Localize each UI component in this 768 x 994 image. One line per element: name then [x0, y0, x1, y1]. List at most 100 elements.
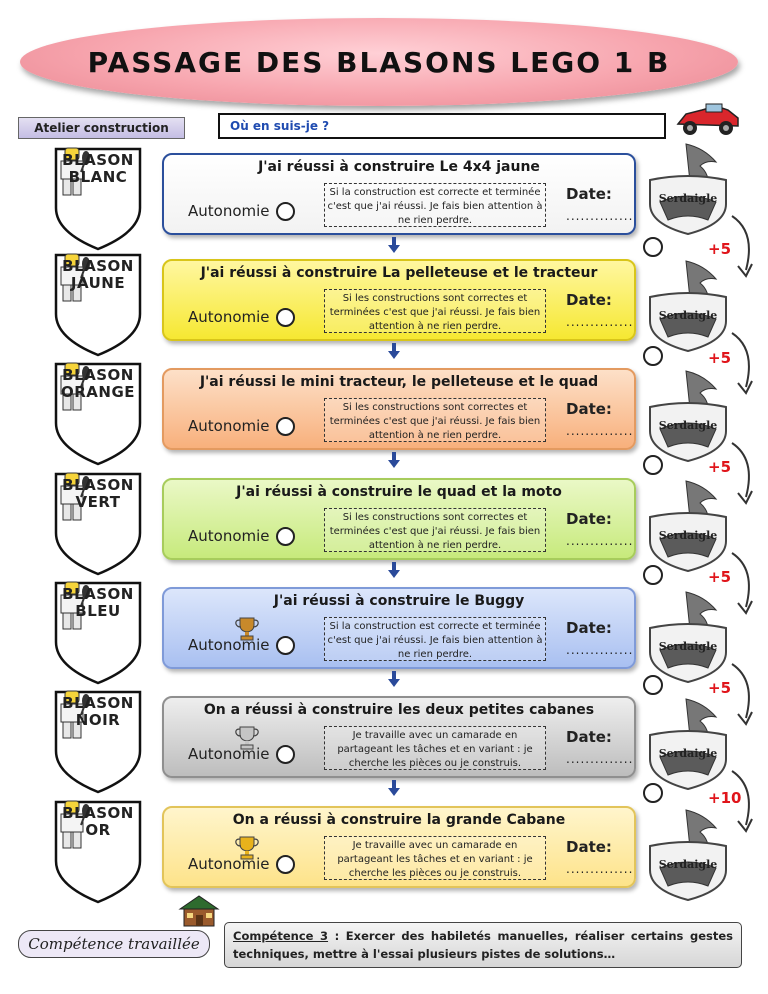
autonomy-label: Autonomie [188, 417, 295, 436]
level-title: On a réussi à construire la grande Caban… [232, 812, 566, 828]
crest-icon: Serdaigle [646, 367, 730, 463]
level-card: J'ai réussi à construire La pelleteuse e… [162, 259, 636, 341]
curved-arrow-icon [716, 660, 760, 730]
bonus-points: +5 [708, 240, 732, 258]
crest-icon: Serdaigle [646, 477, 730, 573]
minifig-icon [60, 581, 90, 630]
curved-arrow-icon [716, 329, 760, 399]
level-title: J'ai réussi le mini tracteur, le pellete… [199, 374, 599, 390]
skill-tab: Compétence travaillée [18, 930, 210, 958]
level-card: J'ai réussi le mini tracteur, le pellete… [162, 368, 636, 450]
down-arrow-icon [387, 562, 401, 578]
rule-text: Si les constructions sont correctes et t… [324, 398, 546, 442]
score-checkbox[interactable] [643, 237, 663, 257]
date-field[interactable]: .............. [566, 209, 634, 223]
minifig-icon [60, 472, 90, 521]
autonomy-checkbox[interactable] [275, 527, 295, 546]
score-checkbox[interactable] [643, 675, 663, 695]
level-title: J'ai réussi à construire Le 4x4 jaune [258, 159, 540, 175]
trophy-icon [234, 615, 260, 641]
date-field[interactable]: .............. [566, 315, 634, 329]
date-label: Date: [566, 291, 612, 309]
rule-text: Si la construction est correcte et termi… [324, 183, 546, 227]
rule-text: Je travaille avec un camarade en partage… [324, 836, 546, 880]
autonomy-checkbox[interactable] [275, 417, 295, 436]
badge-shield: BLASON BLANC [53, 146, 143, 252]
crest-text: Serdaigle [658, 419, 718, 432]
date-label: Date: [566, 510, 612, 528]
down-arrow-icon [387, 780, 401, 796]
badge-shield: BLASON BLEU [53, 580, 143, 686]
crest-text: Serdaigle [658, 747, 718, 760]
badge-title: BLASON BLANC [62, 151, 134, 186]
autonomy-label: Autonomie [188, 308, 295, 327]
date-label: Date: [566, 185, 612, 203]
crest-text: Serdaigle [658, 529, 718, 542]
score-checkbox[interactable] [643, 346, 663, 366]
rule-text: Si les constructions sont correctes et t… [324, 508, 546, 552]
curved-arrow-icon [716, 767, 760, 837]
autonomy-text: Autonomie [188, 308, 270, 326]
date-field[interactable]: .............. [566, 534, 634, 548]
minifig-icon [60, 253, 90, 302]
autonomy-label: Autonomie [188, 527, 295, 546]
date-label: Date: [566, 838, 612, 856]
bonus-points: +10 [708, 789, 742, 807]
autonomy-checkbox[interactable] [275, 855, 295, 874]
down-arrow-icon [387, 671, 401, 687]
date-label: Date: [566, 400, 612, 418]
level-title: J'ai réussi à construire le Buggy [273, 593, 525, 609]
date-field[interactable]: .............. [566, 752, 634, 766]
curved-arrow-icon [716, 212, 760, 282]
level-title: J'ai réussi à construire le quad et la m… [236, 484, 562, 500]
minifig-icon [60, 800, 90, 849]
lego-cabin-icon [178, 895, 220, 927]
badge-shield: BLASON OR [53, 799, 143, 905]
badge-title: BLASON ORANGE [60, 366, 136, 401]
score-checkbox[interactable] [643, 783, 663, 803]
trophy-icon [234, 834, 260, 860]
badge-shield: BLASON ORANGE [53, 361, 143, 467]
score-checkbox[interactable] [643, 565, 663, 585]
curved-arrow-icon [716, 439, 760, 509]
down-arrow-icon [387, 237, 401, 253]
level-card: J'ai réussi à construire le quad et la m… [162, 478, 636, 560]
rule-text: Je travaille avec un camarade en partage… [324, 726, 546, 770]
badge-title: BLASON JAUNE [62, 257, 134, 292]
date-label: Date: [566, 728, 612, 746]
badge-title: BLASON NOIR [62, 694, 134, 729]
autonomy-checkbox[interactable] [275, 202, 295, 221]
autonomy-checkbox[interactable] [275, 308, 295, 327]
score-checkbox[interactable] [643, 455, 663, 475]
badge-shield: BLASON JAUNE [53, 252, 143, 358]
autonomy-text: Autonomie [188, 202, 270, 220]
autonomy-text: Autonomie [188, 527, 270, 545]
autonomy-checkbox[interactable] [275, 636, 295, 655]
rule-text: Si les constructions sont correctes et t… [324, 289, 546, 333]
autonomy-checkbox[interactable] [275, 745, 295, 764]
bonus-points: +5 [708, 349, 732, 367]
level-title: J'ai réussi à construire La pelleteuse e… [200, 265, 598, 281]
crest-icon: Serdaigle [646, 257, 730, 353]
bonus-points: +5 [708, 679, 732, 697]
badge-title: BLASON BLEU [62, 585, 134, 620]
date-field[interactable]: .............. [566, 643, 634, 657]
crest-icon: Serdaigle [646, 588, 730, 684]
skill-description: Compétence 3 : Exercer des habiletés man… [224, 922, 742, 968]
crest-icon: Serdaigle [646, 806, 730, 902]
date-field[interactable]: .............. [566, 424, 634, 438]
badge-shield: BLASON NOIR [53, 689, 143, 795]
crest-icon: Serdaigle [646, 140, 730, 236]
badge-shield: BLASON VERT [53, 471, 143, 577]
crest-icon: Serdaigle [646, 695, 730, 791]
level-card: On a réussi à construire les deux petite… [162, 696, 636, 778]
bonus-points: +5 [708, 568, 732, 586]
badge-title: BLASON VERT [62, 476, 134, 511]
minifig-icon [60, 147, 90, 196]
trophy-icon [234, 724, 260, 750]
level-card: On a réussi à construire la grande Caban… [162, 806, 636, 888]
date-field[interactable]: .............. [566, 862, 634, 876]
crest-text: Serdaigle [658, 640, 718, 653]
curved-arrow-icon [716, 549, 760, 619]
